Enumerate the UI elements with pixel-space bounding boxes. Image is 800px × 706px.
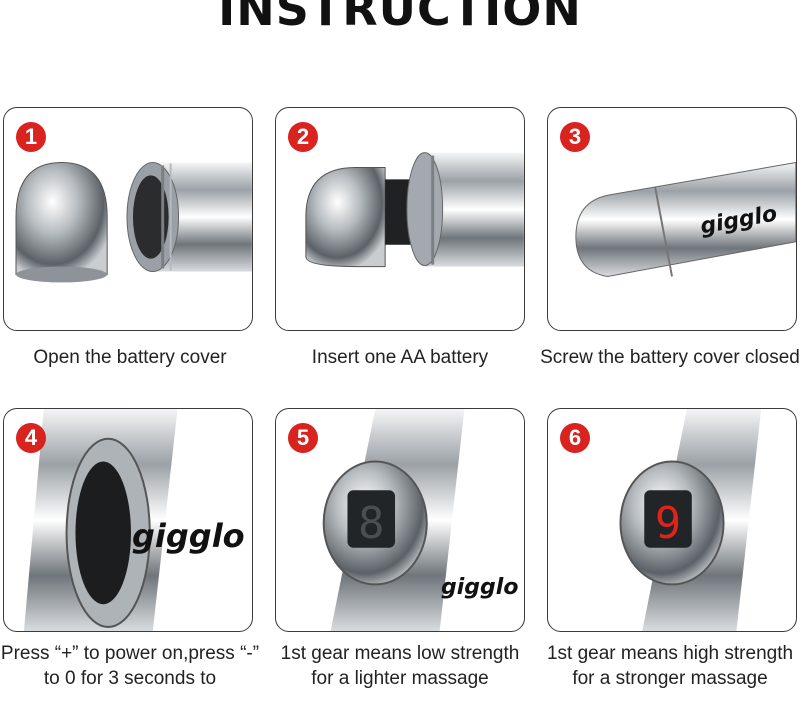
step-3-caption: Screw the battery cover closed (540, 347, 800, 368)
step-6-caption: 1st gear means high strength for a stron… (546, 643, 794, 689)
insert-battery-illustration (305, 152, 524, 268)
step-4-badge: 4 (16, 423, 46, 453)
battery-cover-open-illustration (15, 162, 252, 283)
step-6-badge: 6 (560, 423, 590, 453)
step-4-panel: 4 gigglo (3, 408, 253, 632)
power-button-illustration (23, 409, 178, 631)
brand-logo: gigglo (441, 575, 519, 600)
low-gear-display-illustration: 8 (322, 409, 465, 631)
high-gear-display-illustration: 9 (619, 409, 762, 631)
step-1-panel: 1 (3, 107, 253, 331)
step-4-caption: Press “+” to power on,press “-” to 0 for… (0, 643, 260, 689)
step-3-panel: 3 gigglo (547, 107, 797, 331)
step-2-panel: 2 (275, 107, 525, 331)
step-2-badge: 2 (288, 122, 318, 152)
step-5-badge: 5 (288, 423, 318, 453)
step-5-caption: 1st gear means low strength for a lighte… (280, 643, 520, 689)
step-6-panel: 6 9 (547, 408, 797, 632)
gear-display-digit-5: 8 (358, 499, 384, 549)
step-1-caption: Open the battery cover (33, 347, 227, 368)
step-1-badge: 1 (16, 122, 46, 152)
step-2-caption: Insert one AA battery (311, 347, 489, 368)
gear-display-digit-6: 9 (655, 499, 681, 549)
screwed-closed-illustration (575, 161, 796, 277)
step-5-panel: 5 8 gigglo (275, 408, 525, 632)
page-title: INSTRUCTION (218, 0, 582, 36)
brand-logo: gigglo (132, 517, 245, 555)
step-3-badge: 3 (560, 122, 590, 152)
